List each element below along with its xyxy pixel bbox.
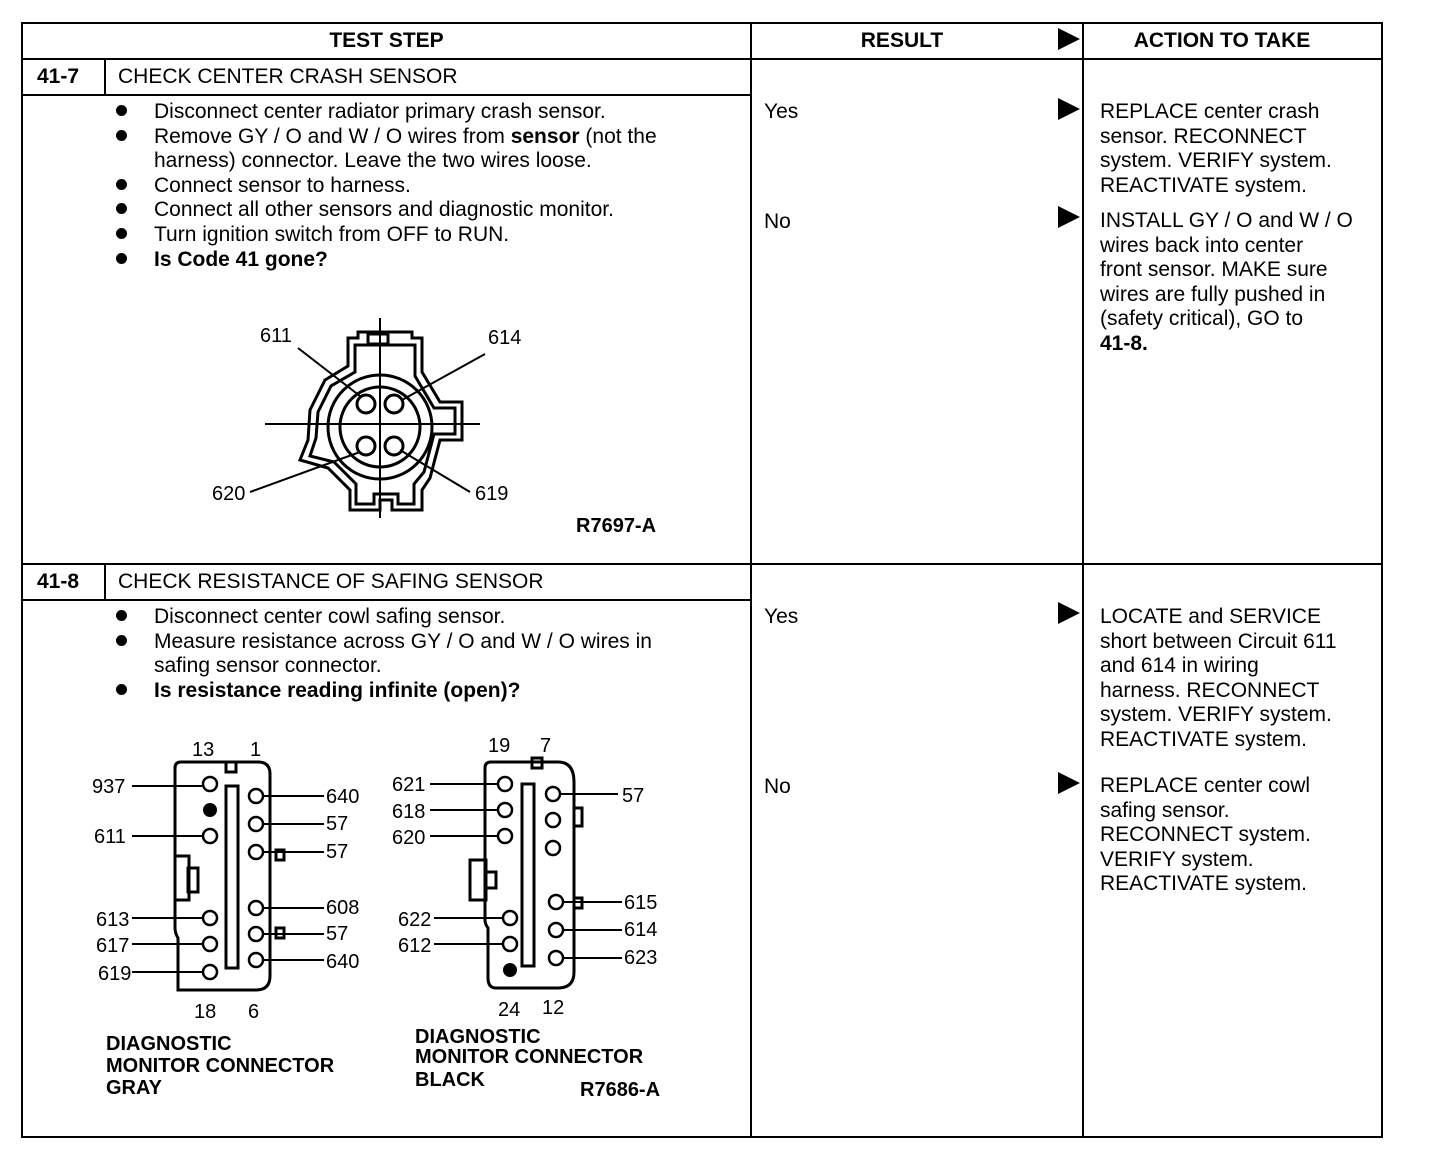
- instruction-item: Measure resistance across GY / O and W /…: [116, 630, 652, 679]
- header-action: ACTION TO TAKE: [1133, 29, 1311, 52]
- gray-bottom-label: 18: [194, 1001, 216, 1023]
- pin-label-619: 619: [475, 483, 508, 505]
- black-right-label: 615: [624, 892, 657, 914]
- result-no: No: [764, 210, 791, 233]
- black-top-label: 19: [488, 735, 510, 757]
- header-arrow-icon: [1058, 28, 1080, 50]
- gray-top-label: 13: [192, 739, 214, 761]
- result-yes: Yes: [764, 100, 799, 123]
- gray-connector-key: [203, 803, 217, 817]
- column-divider-action: [1082, 22, 1084, 1138]
- action-no: INSTALL GY / O and W / O wires back into…: [1100, 209, 1353, 355]
- black-right-label: 623: [624, 947, 657, 969]
- gray-right-label: 57: [326, 841, 348, 863]
- gray-connector-slot: [224, 784, 240, 970]
- gray-caption: GRAY: [106, 1077, 163, 1099]
- instruction-item: Disconnect center radiator primary crash…: [116, 100, 657, 125]
- pin-label-620: 620: [212, 483, 245, 505]
- step-number: 41-8: [37, 570, 80, 593]
- gray-right-label: 640: [326, 786, 359, 808]
- header-test-step: TEST STEP: [329, 29, 444, 52]
- gray-caption: DIAGNOSTIC: [106, 1033, 232, 1055]
- result-arrow-icon: [1058, 772, 1080, 794]
- pin-619: [383, 435, 405, 457]
- action-yes: LOCATE and SERVICE short between Circuit…: [1100, 605, 1337, 751]
- pin-label-614: 614: [488, 327, 521, 349]
- black-bottom-label: 12: [542, 997, 564, 1019]
- result-arrow-icon: [1058, 98, 1080, 120]
- result-no: No: [764, 775, 791, 798]
- instruction-question: Is Code 41 gone?: [116, 248, 657, 273]
- black-connector-housing: [483, 760, 576, 990]
- gray-left-label: 619: [98, 963, 131, 985]
- step-separator: [21, 563, 1383, 565]
- gray-right-label: 640: [326, 951, 359, 973]
- action-no: REPLACE center cowl safing sensor. RECON…: [1100, 774, 1311, 896]
- black-left-label: 622: [398, 909, 431, 931]
- step-number: 41-7: [37, 65, 80, 88]
- pin-label-611: 611: [260, 325, 292, 347]
- gray-right-label: 57: [326, 923, 348, 945]
- gray-left-label: 937: [92, 776, 125, 798]
- black-connector-slot: [520, 782, 536, 968]
- diagnostic-monitor-connectors-figure: 13 1 18 6 937 611 613 617 619 640 57 57 …: [92, 735, 660, 1101]
- header-result: RESULT: [860, 29, 944, 52]
- column-divider-result: [750, 22, 752, 1138]
- pin-620: [355, 435, 377, 457]
- instruction-item: Remove GY / O and W / O wires from senso…: [116, 125, 657, 174]
- step1-title-underline: [21, 94, 752, 96]
- gray-caption: MONITOR CONNECTOR: [106, 1055, 335, 1077]
- header-underline: [21, 58, 1383, 60]
- black-connector-key: [503, 963, 517, 977]
- instruction-item: Connect sensor to harness.: [116, 174, 657, 199]
- instruction-item: Disconnect center cowl safing sensor.: [116, 605, 652, 630]
- instruction-item: Connect all other sensors and diagnostic…: [116, 198, 657, 223]
- gray-left-label: 613: [96, 909, 129, 931]
- black-bottom-label: 24: [498, 999, 520, 1021]
- result-arrow-icon: [1058, 206, 1080, 228]
- action-yes: REPLACE center crash sensor. RECONNECT s…: [1100, 100, 1332, 197]
- black-caption: BLACK: [415, 1069, 486, 1091]
- black-left-label: 618: [392, 801, 425, 823]
- instruction-question: Is resistance reading infinite (open)?: [116, 679, 652, 704]
- black-caption: DIAGNOSTIC: [415, 1026, 541, 1048]
- pin-614: [383, 393, 405, 415]
- black-left-label: 621: [392, 774, 425, 796]
- black-caption: MONITOR CONNECTOR: [415, 1046, 644, 1068]
- instruction-item: Turn ignition switch from OFF to RUN.: [116, 223, 657, 248]
- gray-connector-housing: [173, 760, 272, 992]
- table-border-right: [1381, 22, 1383, 1138]
- step-instructions: Disconnect center radiator primary crash…: [116, 100, 657, 272]
- gray-bottom-label: 6: [248, 1001, 259, 1023]
- figure-ref: R7697-A: [576, 515, 656, 537]
- crash-sensor-connector-figure: 611 614 620 619 R7697-A: [212, 318, 656, 537]
- black-right-label: 614: [624, 919, 657, 941]
- step-title: CHECK CENTER CRASH SENSOR: [118, 65, 458, 88]
- result-arrow-icon: [1058, 602, 1080, 624]
- table-border-bottom: [21, 1136, 1383, 1138]
- pin-611: [355, 393, 377, 415]
- table-border-left: [21, 22, 23, 1138]
- step-title: CHECK RESISTANCE OF SAFING SENSOR: [118, 570, 544, 593]
- step1-number-divider: [104, 58, 106, 96]
- black-left-label: 612: [398, 935, 431, 957]
- step2-title-underline: [21, 599, 752, 601]
- result-yes: Yes: [764, 605, 799, 628]
- gray-right-label: 608: [326, 897, 359, 919]
- black-left-label: 620: [392, 827, 425, 849]
- black-right-label: 57: [622, 785, 644, 807]
- gray-top-label: 1: [250, 739, 261, 761]
- step-instructions: Disconnect center cowl safing sensor. Me…: [116, 605, 652, 703]
- table-border-top: [21, 22, 1383, 24]
- gray-right-label: 57: [326, 813, 348, 835]
- figure-ref: R7686-A: [580, 1079, 660, 1101]
- black-top-label: 7: [540, 735, 551, 757]
- step2-number-divider: [104, 563, 106, 601]
- gray-left-label: 617: [96, 935, 129, 957]
- gray-left-label: 611: [94, 826, 126, 848]
